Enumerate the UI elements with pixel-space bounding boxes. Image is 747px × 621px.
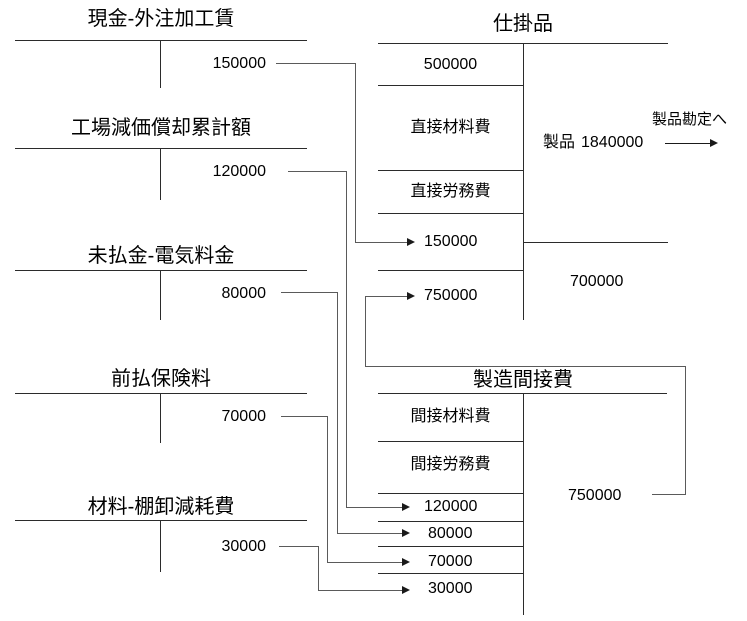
wip-transfer-overhead: 750000: [424, 287, 478, 304]
wip-ending-balance: 700000: [570, 273, 624, 290]
wip-product-amount: 1840000: [581, 134, 644, 151]
connector-line: [318, 546, 319, 591]
arrow-right-icon: [402, 529, 410, 537]
connector-line: [276, 63, 355, 64]
connector-line: [356, 242, 407, 243]
arrow-right-icon: [407, 238, 415, 246]
connector-line: [281, 292, 337, 293]
amount-label: 80000: [221, 285, 267, 302]
amount-label: 70000: [221, 408, 267, 425]
connector-line: [279, 546, 318, 547]
account-title: 未払金-電気料金: [87, 245, 235, 267]
connector-line: [652, 494, 685, 495]
connector-line: [355, 63, 356, 243]
connector-line: [319, 590, 402, 591]
account-divider-stub: [160, 148, 161, 200]
account-title: 材料-棚卸減耗費: [87, 496, 235, 518]
ovh-transfer-shrinkage: 30000: [428, 580, 473, 597]
row-divider: [378, 546, 523, 547]
wip-product-label: 製品: [543, 134, 576, 151]
row-divider: [378, 170, 523, 171]
row-divider: [378, 493, 523, 494]
amount-label: 30000: [221, 538, 267, 555]
account-underline: [15, 520, 307, 521]
ovh-transfer-depreciation: 120000: [424, 498, 478, 515]
row-divider: [523, 242, 668, 243]
row-divider: [378, 441, 523, 442]
wip-direct-materials-label: 直接材料費: [410, 119, 491, 136]
ovh-transfer-insurance: 70000: [428, 553, 473, 570]
account-title: 前払保険料: [111, 368, 211, 390]
account-divider-stub: [160, 520, 161, 572]
row-divider: [378, 521, 523, 522]
amount-label: 120000: [212, 163, 266, 180]
account-underline: [15, 393, 307, 394]
account-underline: [15, 270, 307, 271]
account-underline: [15, 40, 307, 41]
row-divider: [378, 573, 523, 574]
connector-line: [685, 366, 686, 495]
to-product-account-note: 製品勘定へ: [652, 111, 728, 128]
connector-line: [281, 416, 327, 417]
wip-beginning-balance: 500000: [423, 56, 478, 73]
account-center-line: [523, 43, 524, 320]
connector-line: [338, 533, 402, 534]
ovh-allocated-total: 750000: [568, 487, 622, 504]
account-title: 工場減価償却累計額: [71, 117, 251, 139]
connector-line: [328, 562, 402, 563]
account-divider-stub: [160, 393, 161, 443]
arrow-right-icon: [402, 503, 410, 511]
wip-direct-labor-label: 直接労務費: [410, 183, 491, 200]
ovh-indirect-materials-label: 間接材料費: [410, 408, 491, 425]
amount-label: 150000: [212, 55, 266, 72]
arrow-right-icon: [407, 292, 415, 300]
ovh-indirect-labor-label: 間接労務費: [410, 456, 491, 473]
arrow-right-icon: [710, 139, 718, 147]
connector-line: [346, 171, 347, 508]
account-center-line: [523, 393, 524, 615]
wip-transfer-outsourcing: 150000: [424, 233, 478, 250]
connector-line: [366, 296, 407, 297]
connector-line: [337, 292, 338, 534]
ovh-transfer-electricity: 80000: [428, 525, 473, 542]
account-title: 製造間接費: [473, 369, 573, 391]
account-divider-stub: [160, 270, 161, 320]
connector-line: [365, 366, 686, 367]
connector-line: [365, 296, 366, 367]
account-title: 仕掛品: [493, 13, 553, 35]
row-divider: [378, 85, 523, 86]
row-divider: [378, 270, 523, 271]
connector-line: [347, 507, 402, 508]
connector-line: [327, 416, 328, 563]
account-underline: [378, 393, 667, 394]
account-divider-stub: [160, 40, 161, 88]
row-divider: [378, 213, 523, 214]
account-title: 現金-外注加工賃: [87, 8, 235, 30]
arrow-right-icon: [402, 586, 410, 594]
connector-line: [288, 171, 346, 172]
connector-line: [665, 143, 710, 144]
arrow-right-icon: [402, 558, 410, 566]
account-underline: [15, 148, 307, 149]
